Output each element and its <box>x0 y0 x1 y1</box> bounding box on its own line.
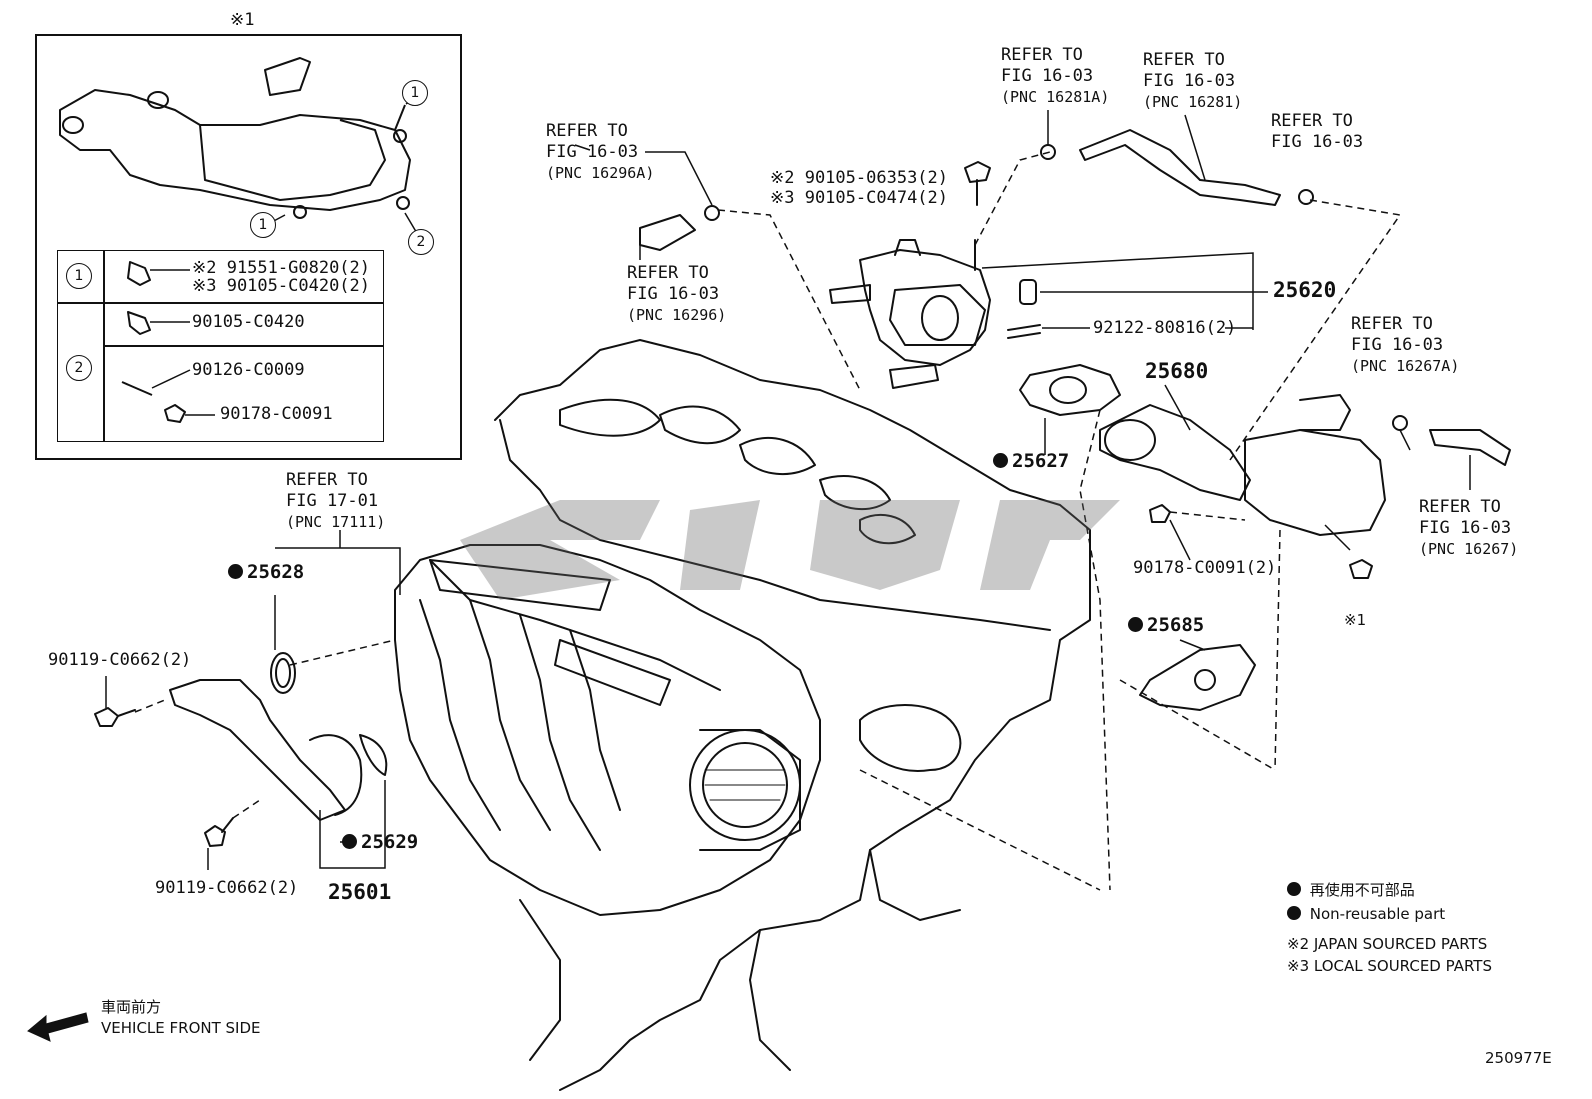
gasket-25627 <box>1019 364 1121 416</box>
hose-16267 <box>1429 429 1511 466</box>
table-part: ※2 91551-G0820(2) <box>192 258 371 278</box>
part-number-25627: 25627 <box>993 451 1069 472</box>
fastener-table: 1 2 <box>57 250 384 442</box>
inset-callout-2: 2 <box>408 229 434 255</box>
stud-92122 <box>1007 324 1041 339</box>
egr-cooler <box>1244 429 1386 536</box>
nut-90178 <box>1149 504 1171 523</box>
part-number-25680: 25680 <box>1145 359 1209 383</box>
non-reusable-dot-icon <box>993 453 1008 468</box>
table-row-num-2: 2 <box>66 355 92 381</box>
hose-16296 <box>639 214 696 251</box>
legend-item: Non-reusable part <box>1287 904 1492 924</box>
inset-callout-1-lower: 1 <box>250 212 276 238</box>
front-label-jp: 車両前方 <box>101 998 162 1016</box>
legend-item: ※3 LOCAL SOURCED PARTS <box>1287 957 1492 975</box>
figure-id: 250977E <box>1485 1049 1552 1067</box>
refer-label: REFER TO FIG 16-03 (PNC 16281) <box>1143 50 1243 111</box>
part-number-25685: 25685 <box>1128 615 1204 636</box>
legend-item: ※2 JAPAN SOURCED PARTS <box>1287 935 1488 953</box>
front-arrow-icon <box>27 1012 89 1042</box>
non-reusable-dot-icon <box>342 834 357 849</box>
engine-block-outline <box>494 339 1091 1091</box>
refer-label: REFER TO FIG 16-03 (PNC 16296) <box>627 263 727 324</box>
intake-manifold <box>394 544 821 916</box>
bolt-left-upper <box>94 707 136 727</box>
refer-label: REFER TO FIG 17-01 (PNC 17111) <box>286 470 386 531</box>
inset-panel <box>35 34 462 460</box>
egr-pipe-left <box>169 679 346 821</box>
refer-label: REFER TO FIG 16-03 <box>1271 111 1364 152</box>
table-part: 90126-C0009 <box>192 360 305 380</box>
table-part: ※3 90105-C0420(2) <box>192 276 371 296</box>
legend-item: 再使用不可部品 <box>1287 880 1492 900</box>
bushing-25620 <box>1019 279 1037 305</box>
inset-callout-1: 1 <box>402 80 428 106</box>
inset-cooler <box>59 89 411 211</box>
part-label: 90119-C0662(2) <box>155 878 299 898</box>
non-reusable-dot-icon <box>228 564 243 579</box>
refer-label: REFER TO FIG 16-03 (PNC 16281A) <box>1001 45 1110 106</box>
part-label-note1: ※1 <box>1344 611 1367 629</box>
egr-valve <box>859 249 991 366</box>
table-part: 90105-C0420 <box>192 312 305 332</box>
clamp-top-right <box>1298 189 1314 205</box>
clamp-16267a <box>1392 415 1408 431</box>
part-number-25629: 25629 <box>342 832 418 853</box>
front-label-en: VEHICLE FRONT SIDE <box>101 1019 261 1037</box>
part-label: 90119-C0662(2) <box>48 650 192 670</box>
refer-label: REFER TO FIG 16-03 (PNC 16267A) <box>1351 314 1460 375</box>
bolt-top <box>964 161 991 206</box>
part-label: ※2 90105-06353(2) <box>770 168 949 188</box>
refer-label: REFER TO FIG 16-03 (PNC 16296A) <box>546 121 655 182</box>
legend: 再使用不可部品 Non-reusable part ※2 JAPAN SOURC… <box>1287 880 1492 976</box>
table-part: 90178-C0091 <box>220 404 333 424</box>
part-number-25620: 25620 <box>1273 278 1337 302</box>
non-reusable-dot-icon <box>1128 617 1143 632</box>
watermark-logo <box>460 500 1120 600</box>
part-label: 90178-C0091(2) <box>1133 558 1277 578</box>
bolt-left-lower <box>204 817 234 847</box>
table-row-num-1: 1 <box>66 263 92 289</box>
hose-16281 <box>1079 129 1281 206</box>
gasket-25628 <box>270 652 296 694</box>
refer-label: REFER TO FIG 16-03 (PNC 16267) <box>1419 497 1519 558</box>
clamp-16296a <box>704 205 720 221</box>
gasket-25685 <box>1139 644 1256 711</box>
part-number-25628: 25628 <box>228 562 304 583</box>
inset-title: ※1 <box>230 10 255 30</box>
non-reusable-dot-icon <box>1287 906 1301 920</box>
non-reusable-dot-icon <box>1287 882 1301 896</box>
part-label: ※3 90105-C0474(2) <box>770 188 949 208</box>
part-number-25601: 25601 <box>328 880 392 904</box>
part-label: 92122-80816(2) <box>1093 318 1237 338</box>
bolt-note1 <box>1349 559 1373 579</box>
